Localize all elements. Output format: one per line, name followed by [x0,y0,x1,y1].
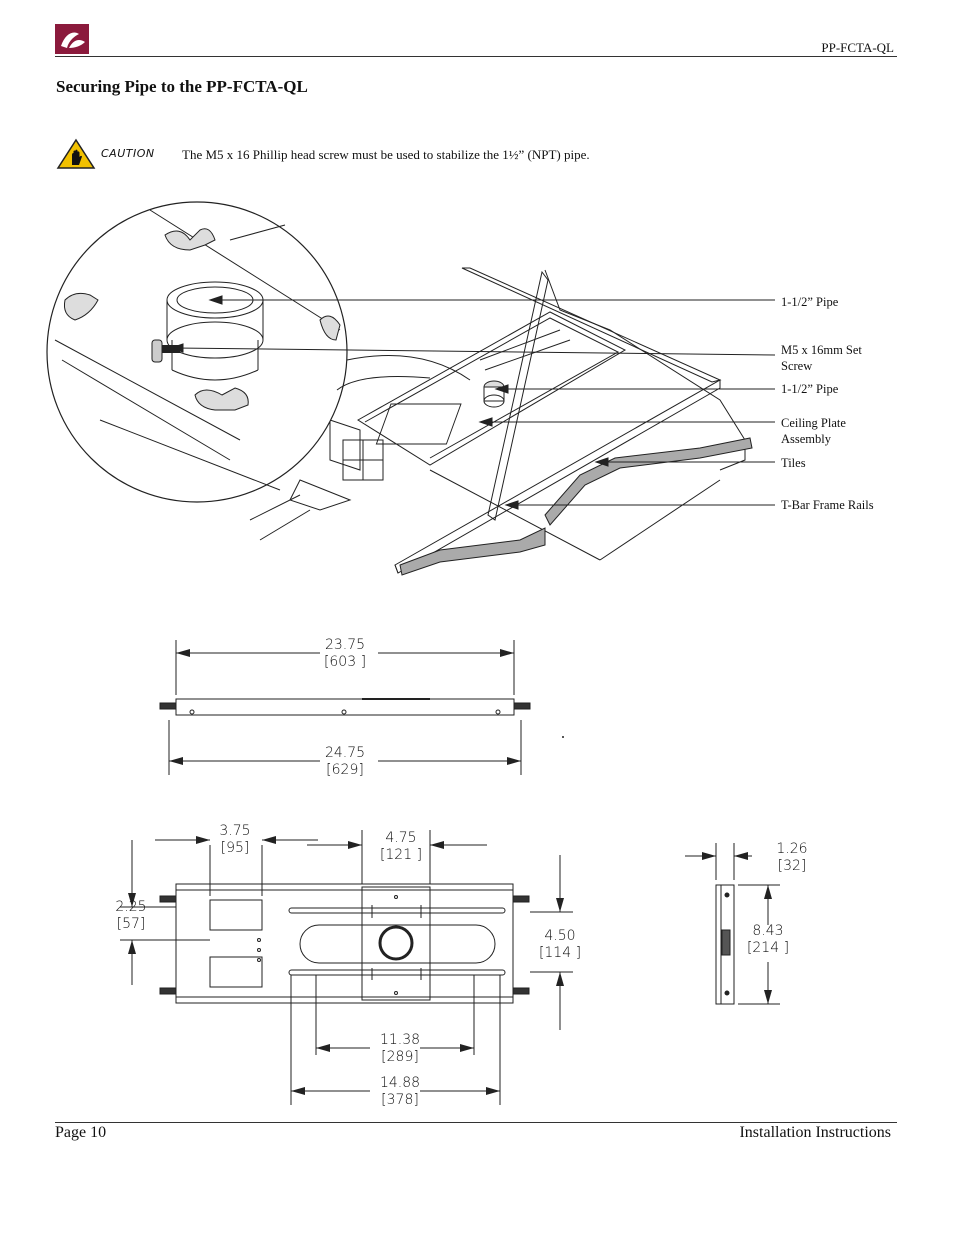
callout-tiles: Tiles [781,456,806,470]
dim-side-depth: 1.26[32] [776,841,808,874]
dim-right-height: 4.50[114 ] [538,928,582,961]
page-number: Page 10 [55,1124,107,1141]
dim-side-height: 8.43[214 ] [746,923,790,956]
dim-rail-outer: 24.75[629] [324,745,366,778]
callout-set-screw: M5 x 16mm Set Screw [781,343,862,373]
callout-pipe-bottom: 1-1/2” Pipe [781,382,839,396]
dim-plate-width: 4.75[121 ] [379,830,423,863]
brand-logo [55,24,89,54]
model-number: PP-FCTA-QL [821,40,894,55]
callout-ceiling-plate: Ceiling Plate Assembly [781,416,846,446]
section-title: Securing Pipe to the PP-FCTA-QL [56,77,308,96]
dim-slot-outer: 14.88[378] [379,1075,421,1108]
doc-title: Installation Instructions [739,1124,891,1141]
caution-label: CAUTION [101,147,155,160]
dim-left-height: 2.25[57] [115,899,147,932]
dim-rail-inner: 23.75[603 ] [323,637,367,670]
dim-slot-inner: 11.38[289] [379,1032,421,1065]
header-divider [55,56,897,57]
callout-pipe-top: 1-1/2” Pipe [781,295,839,309]
callout-tbar: T-Bar Frame Rails [781,498,874,512]
caution-icon [56,138,96,170]
caution-text: The M5 x 16 Phillip head screw must be u… [182,147,590,162]
dim-left-offset: 3.75[95] [219,823,251,856]
footer-divider [55,1122,897,1123]
